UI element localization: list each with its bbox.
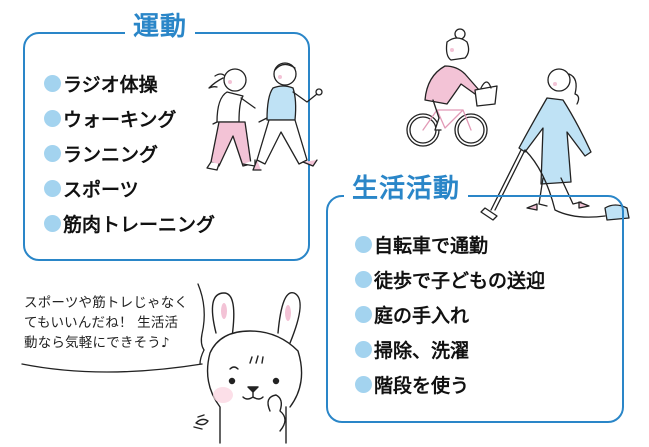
exercise-item-sports: スポーツ bbox=[44, 175, 139, 202]
item-label: 自転車で通勤 bbox=[374, 235, 489, 257]
bullet-icon bbox=[355, 271, 372, 288]
bullet-icon bbox=[355, 376, 372, 393]
walking-couple-illustration bbox=[206, 62, 323, 171]
bullet-icon bbox=[44, 215, 61, 232]
bullet-icon bbox=[44, 180, 61, 197]
daily-item-cleaning-laundry: 掃除、洗濯 bbox=[355, 336, 469, 363]
item-label: 階段を使う bbox=[374, 375, 470, 397]
speech-bubble-line-1: スポーツや筋トレじゃなく bbox=[24, 295, 189, 311]
daily-item-gardening: 庭の手入れ bbox=[355, 301, 469, 328]
speech-bubble-outline bbox=[21, 283, 205, 373]
bullet-icon bbox=[355, 341, 372, 358]
bullet-icon bbox=[44, 75, 61, 92]
rabbit-character-illustration bbox=[193, 292, 303, 444]
item-label: 庭の手入れ bbox=[374, 305, 470, 327]
exercise-title: 運動 bbox=[125, 14, 196, 40]
speech-bubble-line-2: てもいいんだね！ 生活活 bbox=[24, 315, 179, 331]
exercise-item-walking: ウォーキング bbox=[44, 105, 176, 132]
cyclist-illustration bbox=[406, 28, 498, 147]
exercise-item-running: ランニング bbox=[44, 140, 158, 167]
bullet-icon bbox=[355, 306, 372, 323]
item-label: スポーツ bbox=[63, 179, 139, 201]
daily-item-bike-commute: 自転車で通勤 bbox=[355, 231, 488, 258]
speech-bubble-line-3: 動なら気軽にできそう♪ bbox=[24, 335, 170, 351]
daily-item-walk-kids: 徒歩で子どもの送迎 bbox=[355, 266, 545, 293]
item-label: 掃除、洗濯 bbox=[374, 340, 470, 362]
exercise-item-strength-training: 筋肉トレーニング bbox=[44, 210, 215, 237]
daily-item-stairs: 階段を使う bbox=[355, 371, 469, 398]
item-label: ランニング bbox=[63, 144, 159, 166]
item-label: 徒歩で子どもの送迎 bbox=[374, 270, 546, 292]
exercise-item-radio-taiso: ラジオ体操 bbox=[44, 70, 158, 97]
bullet-icon bbox=[355, 236, 372, 253]
daily-activity-box bbox=[326, 195, 624, 423]
item-label: 筋肉トレーニング bbox=[63, 214, 216, 236]
daily-activity-title: 生活活動 bbox=[344, 176, 469, 202]
item-label: ラジオ体操 bbox=[63, 74, 158, 96]
bullet-icon bbox=[44, 110, 61, 127]
item-label: ウォーキング bbox=[63, 109, 177, 131]
bullet-icon bbox=[44, 145, 61, 162]
